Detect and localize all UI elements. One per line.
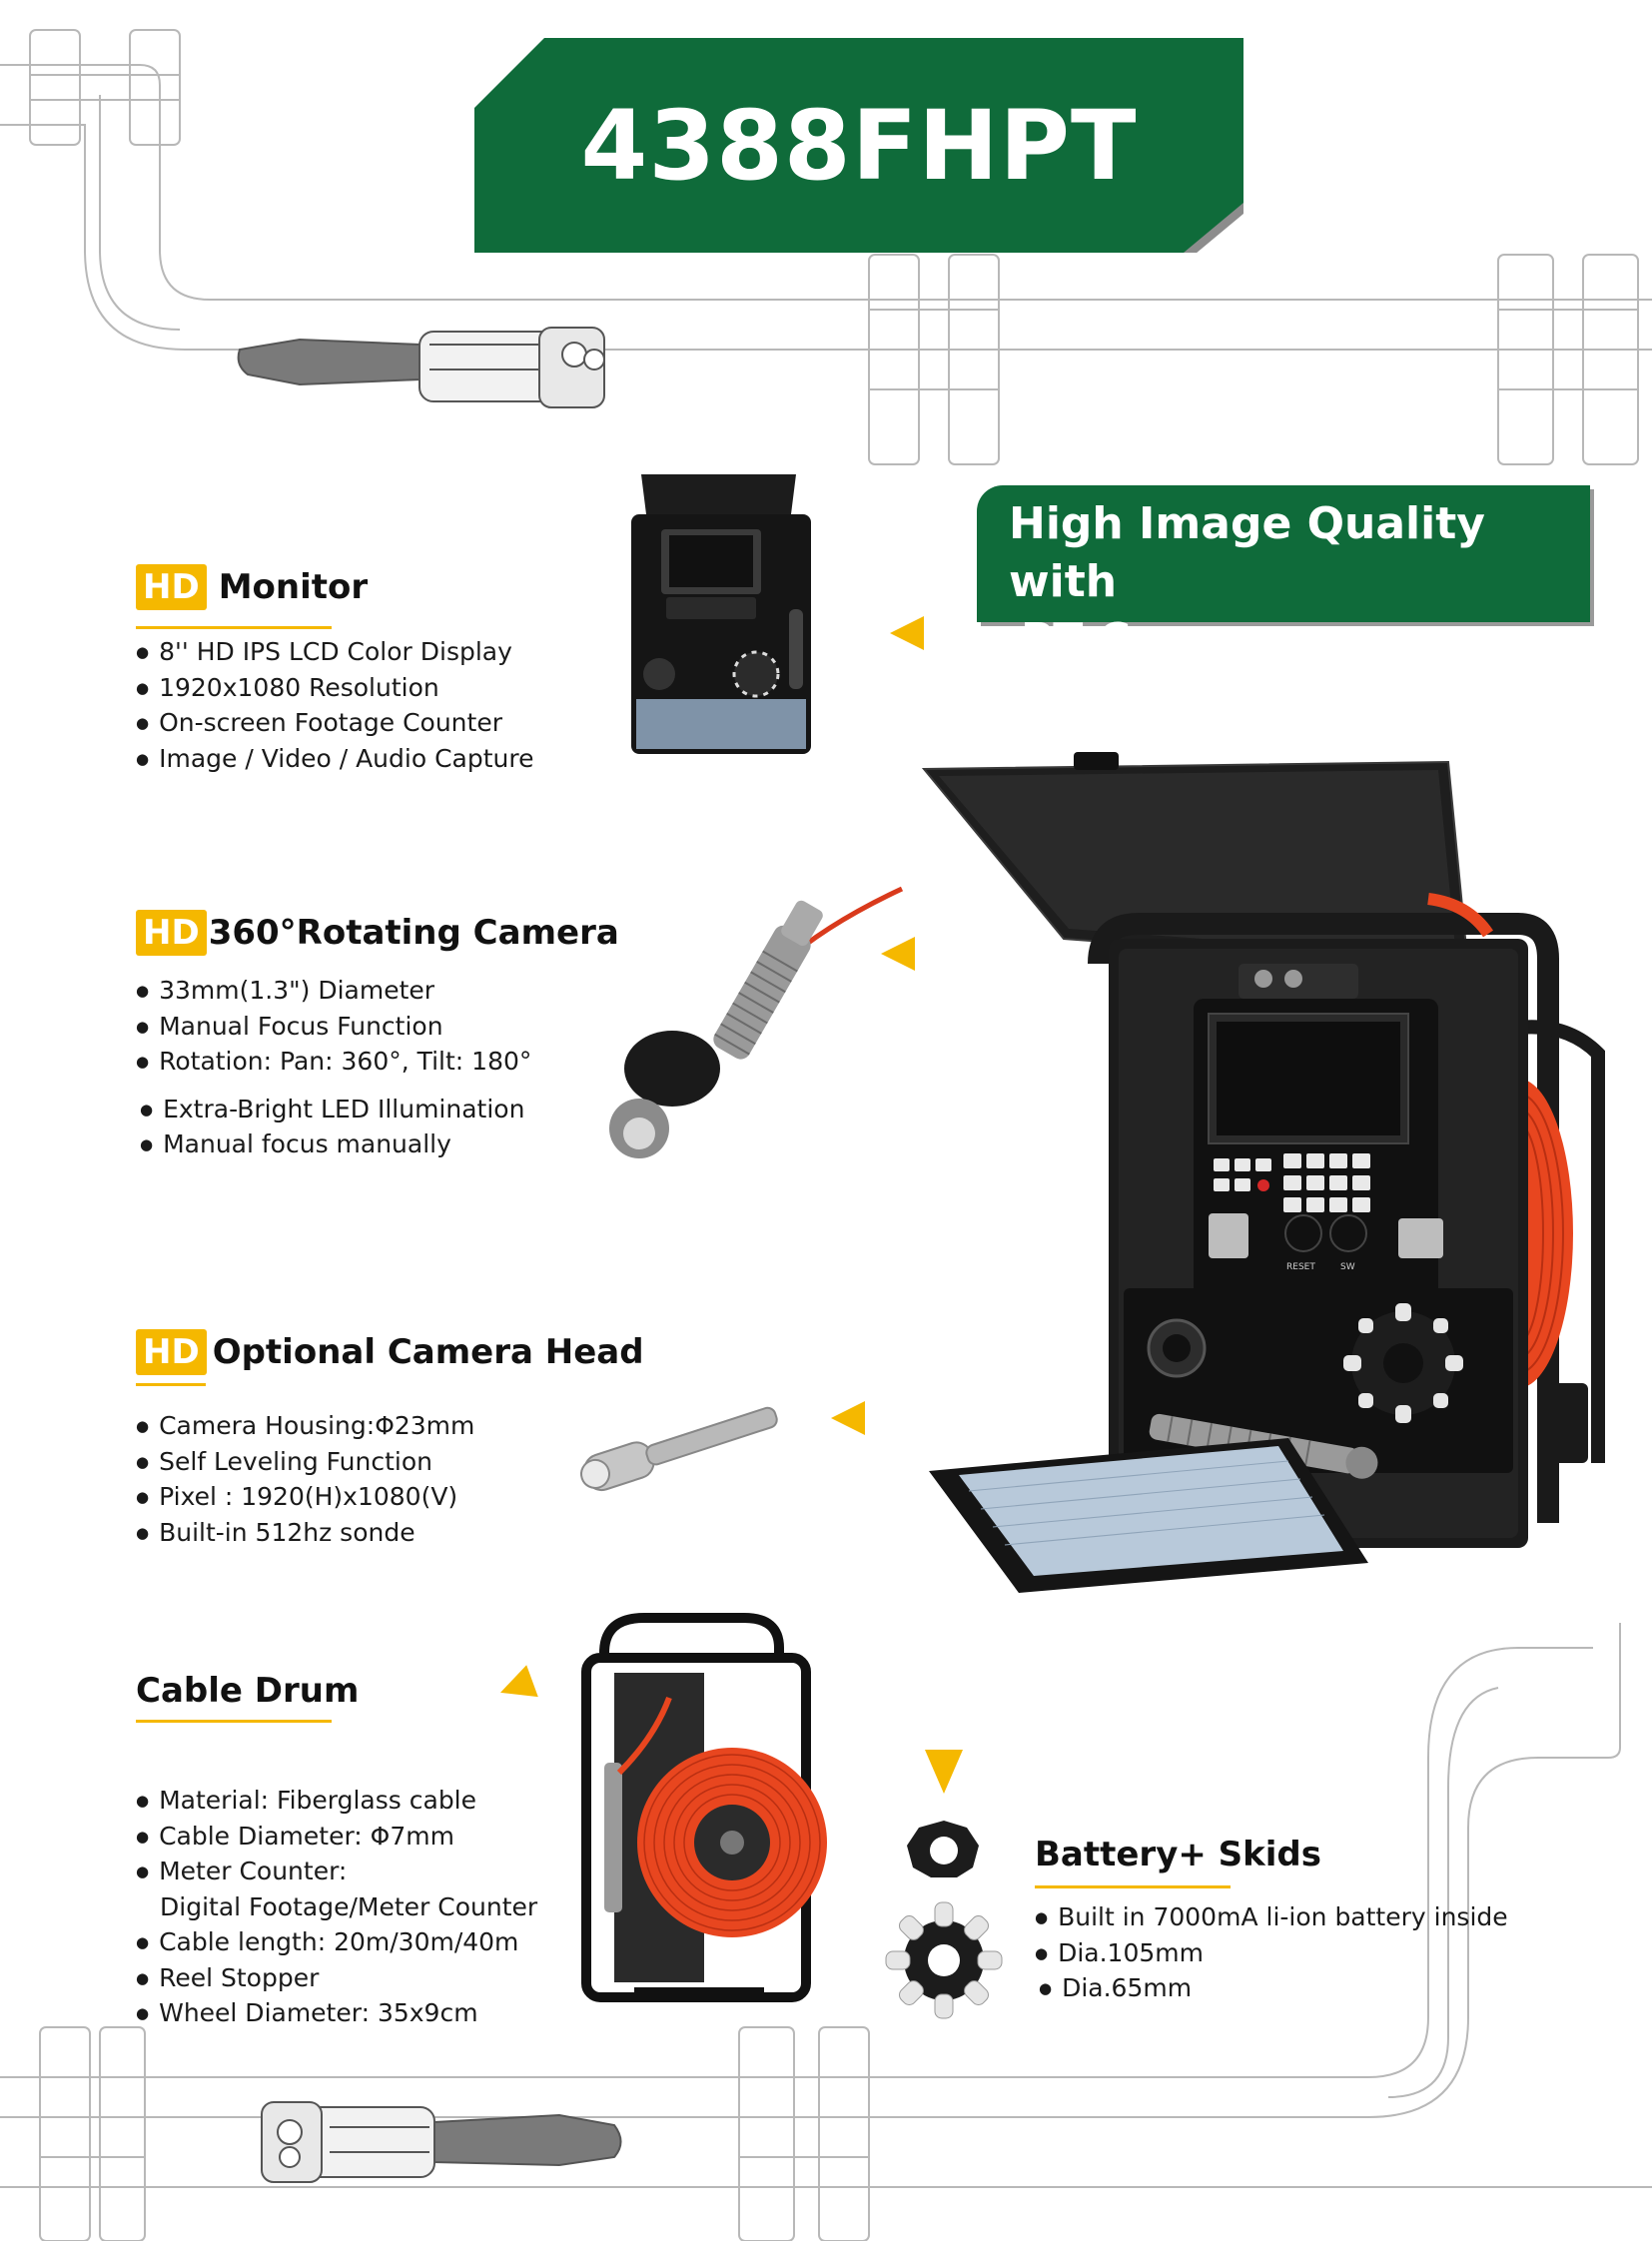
pointer-arrow-icon xyxy=(831,1401,865,1435)
quality-banner-text: High Image Quality with PT Camera xyxy=(1009,495,1588,669)
cable-drum-underline xyxy=(136,1720,332,1723)
skids-image xyxy=(885,1821,1003,2019)
rotating-camera-heading: HD 360°Rotating Camera xyxy=(136,910,619,956)
main-device-image: RESET SW xyxy=(921,752,1605,1593)
pointer-arrow-icon xyxy=(890,616,924,650)
list-item: Material: Fiberglass cable xyxy=(136,1785,537,1821)
monitor-underline xyxy=(136,626,332,629)
list-item: Rotation: Pan: 360°, Tilt: 180° xyxy=(136,1046,531,1082)
monitor-case-image xyxy=(631,474,811,754)
battery-underline xyxy=(1035,1885,1231,1888)
product-title: 4388FHPT xyxy=(580,89,1138,202)
quality-line-1: High Image Quality with xyxy=(1009,498,1485,607)
optional-camera-head-image xyxy=(580,1406,778,1492)
list-item: 1920x1080 Resolution xyxy=(136,672,533,708)
optional-head-heading-text: Optional Camera Head xyxy=(212,1332,644,1372)
list-item: Meter Counter: xyxy=(136,1856,537,1891)
list-item: Cable Diameter: Φ7mm xyxy=(136,1821,537,1857)
cable-drum-heading-text: Cable Drum xyxy=(136,1671,360,1711)
list-item: Built in 7000mA li-ion battery inside xyxy=(1035,1901,1508,1937)
list-item: On-screen Footage Counter xyxy=(136,707,533,743)
sw-label: SW xyxy=(1340,1262,1355,1272)
quality-banner xyxy=(977,485,1590,622)
monitor-heading: HD Monitor xyxy=(136,564,368,610)
optional-head-features: Camera Housing:Φ23mm Self Leveling Funct… xyxy=(136,1410,474,1552)
cable-drum-features: Material: Fiberglass cable Cable Diamete… xyxy=(136,1785,537,2033)
battery-heading: Battery+ Skids xyxy=(1035,1835,1321,1874)
optional-head-underline xyxy=(136,1383,206,1386)
optional-head-heading: HD Optional Camera Head xyxy=(136,1329,644,1375)
list-item: Dia.105mm xyxy=(1035,1937,1508,1973)
list-item: Extra-Bright LED Illumination xyxy=(136,1094,531,1129)
list-item: Digital Footage/Meter Counter xyxy=(160,1891,538,1921)
list-item: Self Leveling Function xyxy=(136,1446,474,1482)
list-item: 8'' HD IPS LCD Color Display xyxy=(136,636,533,672)
list-item: Dia.65mm xyxy=(1035,1972,1508,2008)
list-item: Camera Housing:Φ23mm xyxy=(136,1410,474,1446)
hd-badge: HD xyxy=(136,564,207,610)
list-item: Pixel : 1920(H)x1080(V) xyxy=(136,1481,474,1517)
list-item: Cable length: 20m/30m/40m xyxy=(136,1926,537,1962)
hd-badge: HD xyxy=(136,910,207,956)
pointer-arrow-icon xyxy=(925,1750,963,1794)
pointer-arrow-icon xyxy=(881,937,915,971)
list-item: Reel Stopper xyxy=(136,1962,537,1998)
list-item: 33mm(1.3") Diameter xyxy=(136,975,531,1011)
rotating-camera-heading-text: 360°Rotating Camera xyxy=(208,913,619,953)
cable-drum-image xyxy=(581,1613,827,2002)
list-item: Image / Video / Audio Capture xyxy=(136,743,533,779)
list-item: Built-in 512hz sonde xyxy=(136,1517,474,1553)
battery-heading-text: Battery+ Skids xyxy=(1035,1835,1322,1874)
battery-features: Built in 7000mA li-ion battery inside Di… xyxy=(1035,1901,1508,2008)
quality-line-2: PT Camera xyxy=(1021,614,1287,665)
hd-badge: HD xyxy=(136,1329,207,1375)
reset-label: RESET xyxy=(1286,1262,1315,1272)
rotating-camera-image xyxy=(609,886,904,1158)
monitor-features: 8'' HD IPS LCD Color Display 1920x1080 R… xyxy=(136,636,533,778)
rotating-camera-features: 33mm(1.3") Diameter Manual Focus Functio… xyxy=(136,975,531,1164)
list-item: Manual Focus Function xyxy=(136,1011,531,1047)
list-item: Wheel Diameter: 35x9cm xyxy=(136,1997,537,2033)
cable-drum-heading: Cable Drum xyxy=(136,1671,359,1711)
list-item: Manual focus manually xyxy=(136,1128,531,1164)
monitor-heading-text: Monitor xyxy=(218,567,369,607)
title-banner xyxy=(474,38,1243,253)
